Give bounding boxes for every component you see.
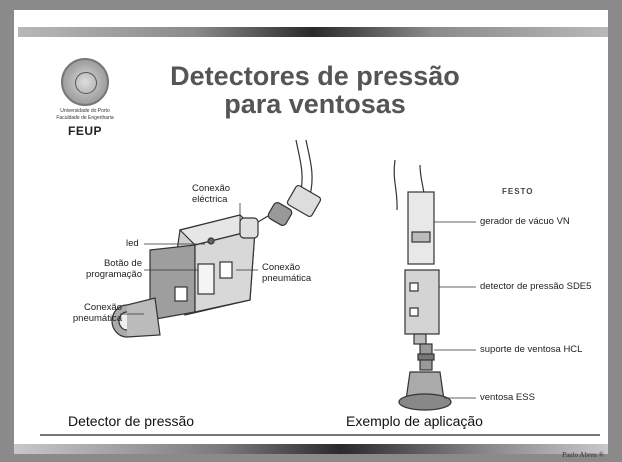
label-led: led xyxy=(126,238,139,249)
caption-exemplo: Exemplo de aplicação xyxy=(346,413,483,429)
title-line-2: para ventosas xyxy=(224,89,406,119)
label-ventosa: ventosa ESS xyxy=(480,392,535,403)
label-conexao-pneumatica-right: Conexão pneumática xyxy=(262,262,312,284)
logo-university-text: Universidade do Porto xyxy=(60,108,110,114)
pressure-detector-drawing xyxy=(111,139,322,338)
label-conexao-electrica: Conexão eléctrica xyxy=(192,183,231,205)
logo-faculty-text: Faculdade de Engenharia xyxy=(56,115,114,121)
bottom-gradient-bar xyxy=(14,444,608,454)
label-suporte-ventosa: suporte de ventosa HCL xyxy=(480,344,583,355)
top-gradient-bar xyxy=(18,27,608,37)
label-detector-pressao: detector de pressão SDE5 xyxy=(480,281,592,292)
label-gerador-vacuo: gerador de vácuo VN xyxy=(480,216,570,227)
left-leader-lines xyxy=(120,203,258,315)
slide-title: Detectores de pressão para ventosas xyxy=(160,62,470,118)
feup-logo: Universidade do Porto Faculdade de Engen… xyxy=(40,58,130,138)
festo-logo: FESTO xyxy=(502,187,534,196)
title-line-1: Detectores de pressão xyxy=(170,61,460,91)
application-example-drawing xyxy=(393,159,452,411)
bottom-divider xyxy=(40,434,600,436)
label-conexao-pneumatica-left: Conexão pneumática xyxy=(72,302,122,324)
logo-acronym: FEUP xyxy=(67,124,102,138)
caption-detector: Detector de pressão xyxy=(68,413,195,429)
footer-author: Paulo Abreu ® xyxy=(562,451,604,459)
label-botao-programacao: Botão de programação xyxy=(86,258,142,280)
slide-background xyxy=(14,10,608,450)
university-seal-icon xyxy=(61,58,109,106)
right-leader-lines xyxy=(434,221,476,399)
